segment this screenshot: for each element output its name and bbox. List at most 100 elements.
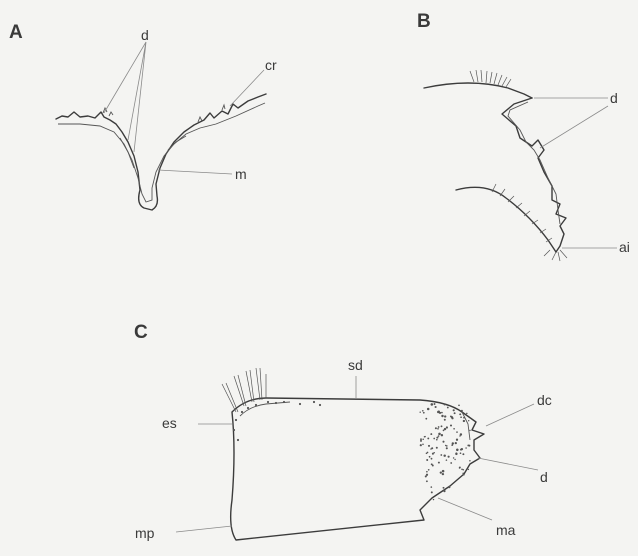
label-mp: mp: [135, 525, 155, 541]
stipple-dot: [444, 415, 446, 417]
stipple-dot: [420, 444, 422, 446]
panel-b: B: [417, 11, 630, 261]
stipple-dot: [420, 438, 422, 440]
stipple-dot: [437, 428, 439, 430]
stipple-dot: [444, 428, 446, 430]
stipple-dot: [450, 462, 452, 464]
cross-section-inner-wall: [58, 103, 265, 202]
stipple-dot: [428, 469, 430, 471]
stipple-dot: [438, 435, 440, 437]
stipple-dot: [469, 460, 471, 462]
panel-a-letter: A: [9, 22, 23, 43]
stipple-dot: [425, 418, 427, 420]
stipple-dot: [439, 412, 441, 414]
label-sd: sd: [348, 357, 363, 373]
leader-c-dc: [486, 404, 534, 426]
stipple-dot: [432, 453, 434, 455]
label-d: d: [540, 469, 548, 485]
stipple-dot: [438, 462, 440, 464]
stipple-dot: [442, 441, 444, 443]
stipple-dot: [460, 449, 462, 451]
stipple-dot: [443, 487, 445, 489]
leader-b-d: [534, 98, 608, 148]
panel-a-drawing: [56, 94, 266, 210]
stipple-dot: [461, 410, 463, 412]
stipple-dot: [468, 469, 469, 470]
stipple-dot: [426, 459, 428, 461]
stipple-dot: [452, 442, 454, 444]
stipple-dot: [433, 438, 435, 440]
mandible-outline: [231, 398, 484, 540]
stipple-dot: [422, 410, 424, 412]
stipple-dot: [441, 412, 443, 414]
stipple-dot: [460, 416, 462, 418]
margin-dot: [313, 401, 315, 403]
stipple-dot: [419, 411, 420, 412]
crest-serrations: [103, 105, 225, 122]
lower-margin: [456, 187, 556, 252]
panel-b-letter: B: [417, 11, 431, 32]
leader-a-cr: [230, 70, 264, 106]
stipple-dot: [436, 439, 438, 441]
stipple-dot: [444, 490, 446, 492]
label-ma: ma: [496, 522, 516, 538]
stipple-dot: [435, 427, 437, 429]
stipple-dot: [463, 417, 465, 419]
stipple-dot: [427, 408, 430, 411]
stipple-dot: [434, 403, 436, 405]
panel-c-drawing: [231, 398, 484, 540]
stipple-dot: [428, 445, 430, 447]
stipple-dot: [466, 413, 468, 415]
stipple-dot: [446, 459, 448, 461]
stipple-dot: [431, 403, 434, 406]
stipple-dot: [422, 439, 424, 441]
stipple-dot: [440, 471, 442, 473]
stipple-dot: [458, 404, 460, 406]
stipple-dot: [459, 435, 460, 436]
stipple-dot: [433, 499, 434, 500]
margin-dot: [267, 401, 269, 403]
stipple-dot: [440, 454, 442, 456]
label-d: d: [610, 90, 618, 106]
stipple-dot: [465, 447, 467, 449]
stipple-dot: [453, 409, 455, 411]
panel-a: A d cr m: [9, 22, 277, 210]
leader-c-ma: [438, 498, 492, 520]
leader-c-mp: [176, 526, 232, 532]
stipple-dot: [422, 444, 424, 446]
stipple-dot: [456, 439, 458, 441]
label-ai: ai: [619, 239, 630, 255]
margin-dot: [255, 404, 257, 406]
stipple-dot: [425, 475, 427, 477]
stipple-dot: [441, 434, 443, 436]
stipple-dot: [453, 428, 455, 430]
stipple-dot: [420, 440, 422, 442]
leader-a-m: [158, 170, 232, 174]
stipple-dot: [427, 452, 429, 454]
stipple-dot: [436, 437, 438, 439]
margin-dot: [283, 401, 285, 403]
stipple-dot: [454, 459, 455, 460]
stipple-dot: [446, 447, 448, 449]
stipple-dot: [451, 417, 453, 419]
label-dc: dc: [537, 392, 552, 408]
stipple-dot: [446, 445, 448, 447]
stipple-dot: [447, 407, 449, 409]
stipple-dot: [444, 419, 446, 421]
stipple-dot: [442, 473, 444, 475]
stipple-dot: [448, 486, 450, 488]
stipple-dot: [432, 465, 434, 467]
stipple-dot: [459, 466, 461, 468]
stipple-dot: [454, 412, 456, 414]
stipple-dot: [468, 420, 469, 421]
leader-c-d: [478, 458, 538, 470]
stipple-dot: [462, 472, 464, 474]
stipple-dot: [427, 437, 429, 439]
stipple-dot: [424, 436, 426, 438]
label-cr: cr: [265, 57, 277, 73]
label-m: m: [235, 166, 247, 182]
stipple-dot: [430, 433, 432, 435]
leader-a-d: [104, 42, 146, 152]
stipple-dot: [463, 420, 465, 422]
